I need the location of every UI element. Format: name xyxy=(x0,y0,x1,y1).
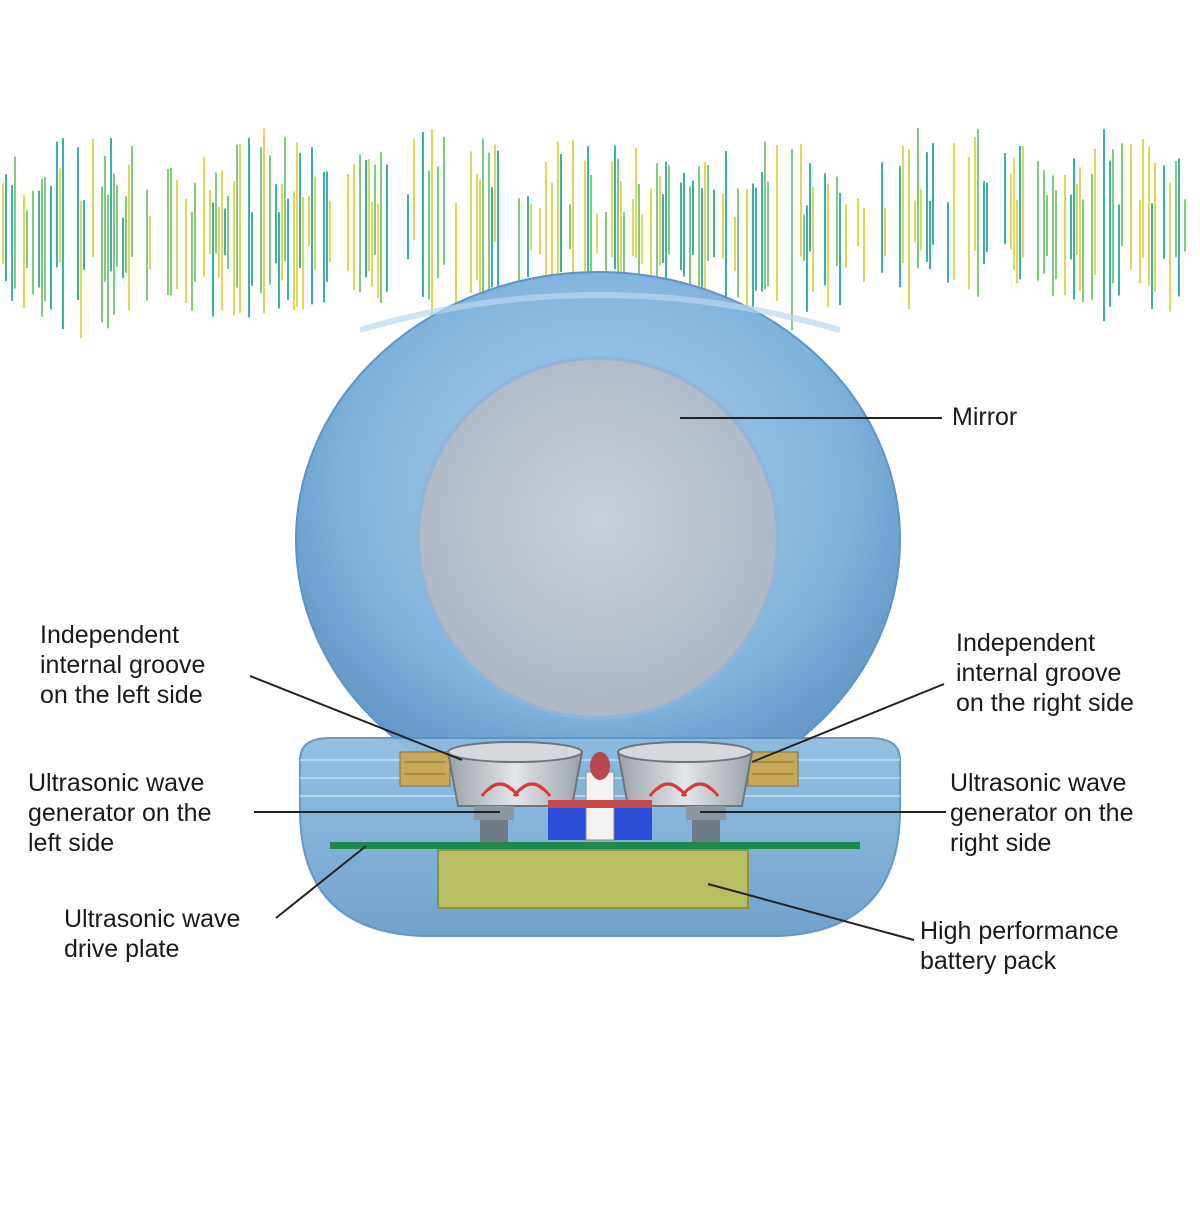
label-drive-plate: Ultrasonic wave drive plate xyxy=(64,905,241,963)
battery-pack xyxy=(437,849,749,909)
transducer-left xyxy=(446,741,584,807)
center-emitter xyxy=(474,752,726,842)
leader-lines xyxy=(249,417,946,941)
groove-insert-left xyxy=(399,751,451,787)
label-groove-left: Independent internal groove on the left … xyxy=(40,621,206,709)
leader-drive-plate xyxy=(275,845,367,919)
leader-groove-right xyxy=(751,683,945,763)
label-battery: High performance battery pack xyxy=(920,917,1119,975)
label-generator-right: Ultrasonic wave generator on the right s… xyxy=(950,769,1134,857)
leader-battery xyxy=(707,883,915,941)
transducer-right xyxy=(616,741,754,807)
mirror xyxy=(416,356,780,720)
label-generator-left: Ultrasonic wave generator on the left si… xyxy=(28,769,212,857)
label-groove-right: Independent internal groove on the right… xyxy=(956,629,1134,717)
label-mirror: Mirror xyxy=(952,403,1018,431)
leader-groove-left xyxy=(249,675,463,761)
groove-insert-right xyxy=(747,751,799,787)
